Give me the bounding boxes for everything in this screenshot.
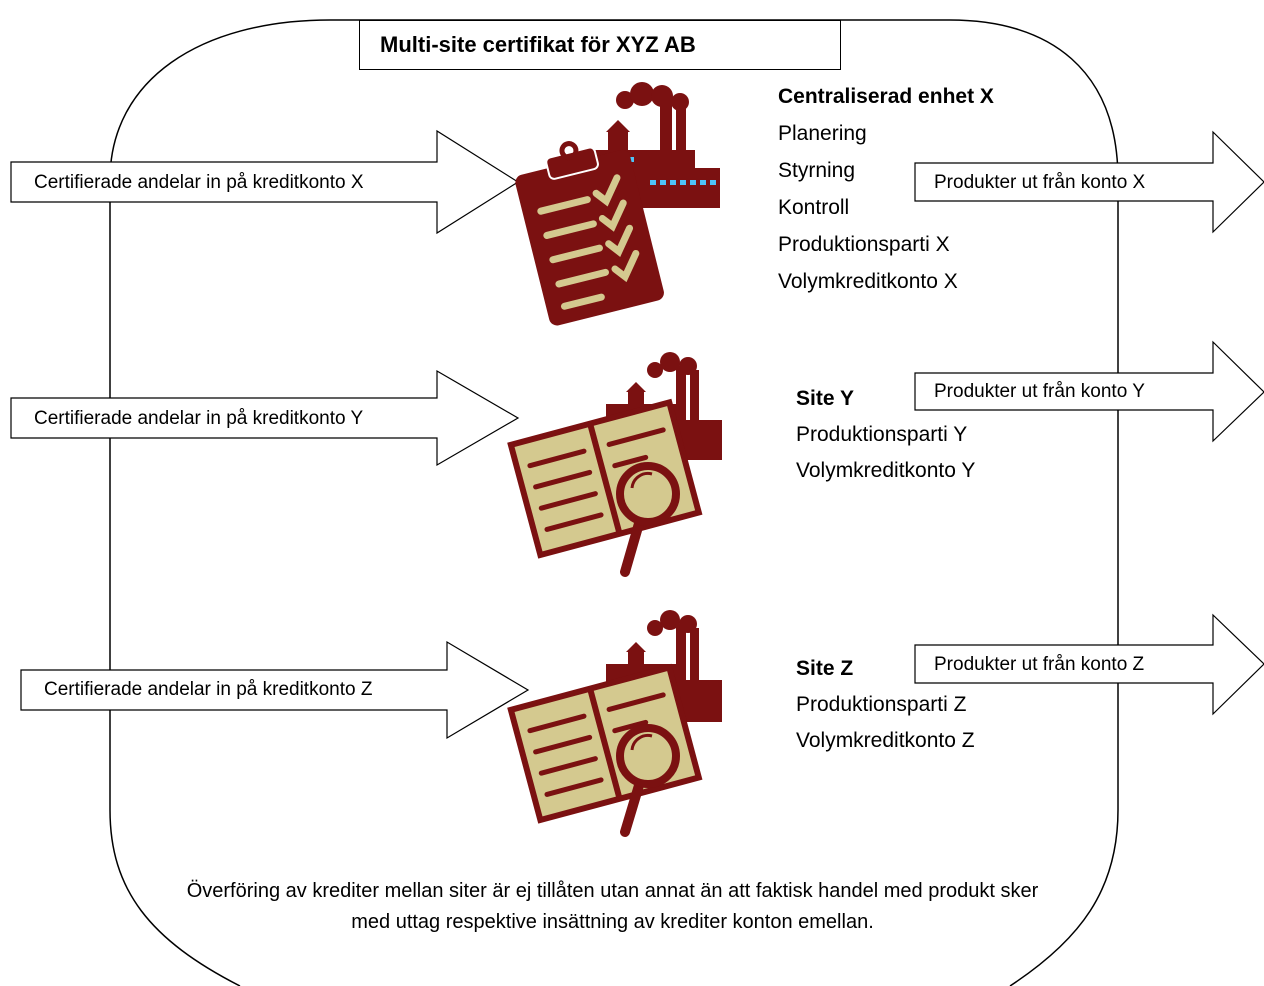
unit-x-line: Produktionsparti X (778, 233, 950, 256)
unit-x-name: Centraliserad enhet X (778, 85, 994, 108)
diagram-title: Multi-site certifikat för XYZ AB (380, 32, 696, 57)
site-y-block: Site Y Produktionsparti Y Volymkreditkon… (796, 381, 975, 489)
unit-x-block: Centraliserad enhet X Planering Styrning… (778, 78, 994, 300)
input-arrow-y (10, 369, 520, 467)
input-arrow-x (10, 129, 520, 235)
multi-site-boundary (109, 19, 1119, 986)
site-y-name: Site Y (796, 387, 854, 410)
output-arrow-z (914, 613, 1264, 716)
site-y-line: Volymkreditkonto Y (796, 459, 976, 482)
magnifier-icon (616, 724, 680, 837)
title-box: Multi-site certifikat för XYZ AB (359, 20, 841, 70)
input-label-y: Certifierade andelar in på kreditkonto Y (34, 408, 364, 429)
unit-x-line: Styrning (778, 159, 856, 182)
site-z-block: Site Z Produktionsparti Z Volymkreditkon… (796, 651, 975, 759)
output-arrow-y (914, 340, 1264, 443)
output-label-x: Produkter ut från konto X (934, 172, 1146, 193)
unit-x-line: Planering (778, 122, 867, 145)
input-label-z: Certifierade andelar in på kreditkonto Z (44, 679, 373, 700)
input-label-x: Certifierade andelar in på kreditkonto X (34, 172, 364, 193)
unit-x-line: Volymkreditkonto X (778, 270, 958, 293)
magnifier-icon (616, 462, 680, 577)
input-arrow-z (20, 640, 530, 740)
clipboard-icon (515, 141, 664, 326)
transfer-note: Överföring av krediter mellan siter är e… (186, 880, 1039, 933)
output-arrow-x (914, 130, 1264, 234)
unit-x-line: Kontroll (778, 196, 850, 219)
factory-icon (585, 82, 720, 208)
output-label-z: Produkter ut från konto Z (934, 654, 1145, 675)
output-label-y: Produkter ut från konto Y (934, 381, 1145, 402)
site-z-line: Volymkreditkonto Z (796, 729, 975, 752)
site-z-name: Site Z (796, 657, 854, 680)
site-y-line: Produktionsparti Y (796, 423, 968, 446)
site-z-line: Produktionsparti Z (796, 693, 967, 716)
